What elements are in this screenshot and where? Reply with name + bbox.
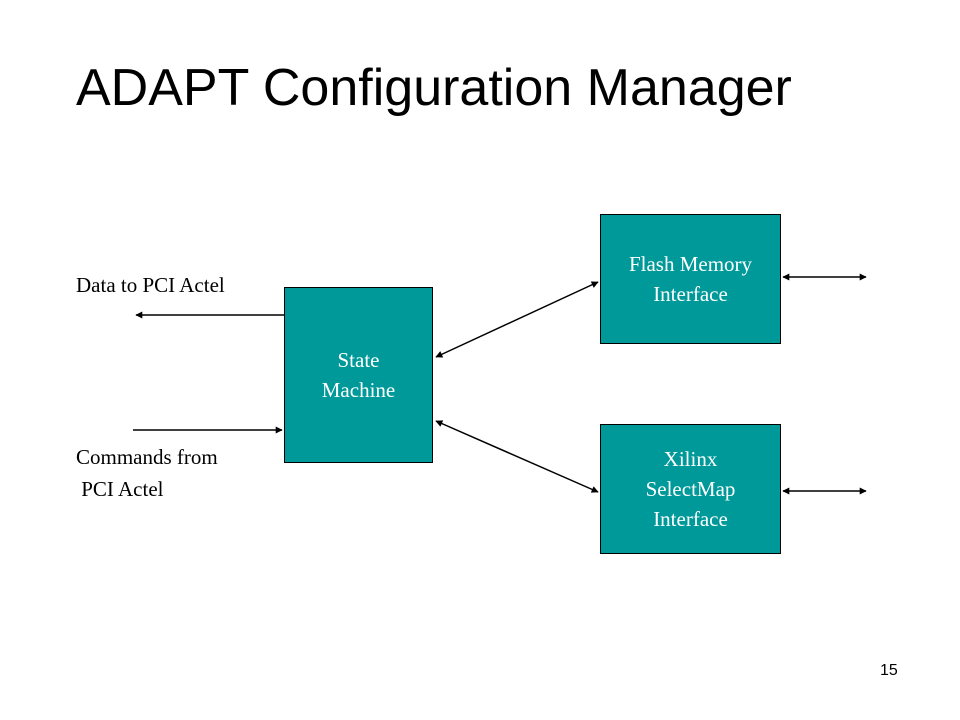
label-data-to-pci: Data to PCI Actel — [76, 273, 225, 297]
xilinx-label-line2: SelectMap — [645, 477, 736, 501]
state-to-flash-arrow — [435, 281, 599, 358]
state-machine-box: State Machine — [284, 287, 433, 463]
state-machine-label-line2: Machine — [321, 378, 396, 402]
flash-memory-interface-box: Flash Memory Interface — [600, 214, 781, 344]
label-commands-line2: PCI Actel — [76, 477, 164, 501]
label-commands-line1: Commands from — [76, 445, 218, 469]
xilinx-label-line3: Interface — [653, 507, 728, 531]
slide-title: ADAPT Configuration Manager — [76, 59, 792, 117]
flash-memory-label-line2: Interface — [653, 282, 728, 306]
state-machine-label-line1: State — [337, 348, 380, 372]
xilinx-label-line1: Xilinx — [663, 447, 718, 471]
state-to-xilinx-arrow — [435, 420, 599, 493]
flash-memory-label-line1: Flash Memory — [628, 252, 753, 276]
xilinx-selectmap-interface-box: Xilinx SelectMap Interface — [600, 424, 781, 554]
page-number: 15 — [880, 662, 898, 679]
